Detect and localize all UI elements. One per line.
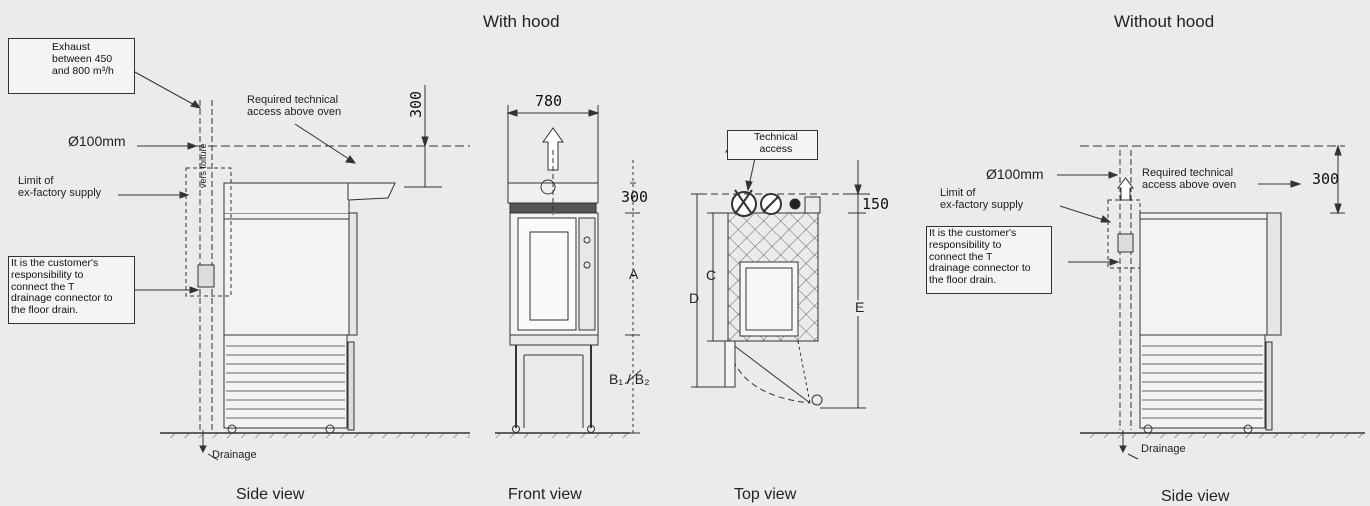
side-view-no-hood-drawing xyxy=(1009,144,1365,460)
customer-responsibility-callout xyxy=(8,256,135,324)
dim-E: E xyxy=(854,299,866,316)
dim-C: C xyxy=(706,267,717,283)
dim-B1-B2: B₁ / B₂ xyxy=(609,371,650,387)
caption-side-view-hood: Side view xyxy=(236,486,305,503)
customer-responsibility-text: It is the customer's responsibility to c… xyxy=(11,257,113,316)
technical-access-callout xyxy=(727,130,818,160)
drainage-label: Drainage xyxy=(212,449,257,461)
dim-150: 150 xyxy=(862,195,890,213)
dim-D: D xyxy=(689,290,700,306)
pipe-diameter-label: Ø100mm xyxy=(68,133,126,149)
drainage-label-2: Drainage xyxy=(1141,443,1186,455)
heading-without-hood: Without hood xyxy=(1114,12,1215,31)
dim-300-vertical: 300 xyxy=(407,90,425,118)
technical-access-text: Technical access xyxy=(754,131,798,155)
exhaust-callout xyxy=(8,38,135,94)
limit-supply-label-2: Limit of ex-factory supply xyxy=(940,187,1024,212)
front-view-drawing xyxy=(495,105,642,438)
required-access-label-2: Required technical access above oven xyxy=(1142,167,1237,192)
exhaust-text: Exhaust between 450 and 800 m³/h xyxy=(52,41,114,77)
limit-supply-label: Limit of ex-factory supply xyxy=(18,175,102,200)
dim-300-front: 300 xyxy=(621,188,649,206)
pipe-vertical-label: vers toiture xyxy=(198,143,208,188)
caption-front-view: Front view xyxy=(508,486,582,503)
dim-780: 780 xyxy=(535,92,563,110)
customer-responsibility-callout-2 xyxy=(926,226,1052,294)
caption-top-view: Top view xyxy=(734,486,797,503)
customer-responsibility-text-2: It is the customer's responsibility to c… xyxy=(929,227,1031,286)
dim-A: A xyxy=(629,266,639,282)
required-access-label: Required technical access above oven xyxy=(247,94,342,119)
caption-side-view-no-hood: Side view xyxy=(1161,488,1230,505)
heading-with-hood: With hood xyxy=(483,12,560,31)
side-view-hood-drawing xyxy=(14,40,470,461)
dim-300-no-hood: 300 xyxy=(1312,170,1340,188)
pipe-diameter-label-2: Ø100mm xyxy=(986,166,1044,182)
top-view-drawing xyxy=(691,129,870,409)
